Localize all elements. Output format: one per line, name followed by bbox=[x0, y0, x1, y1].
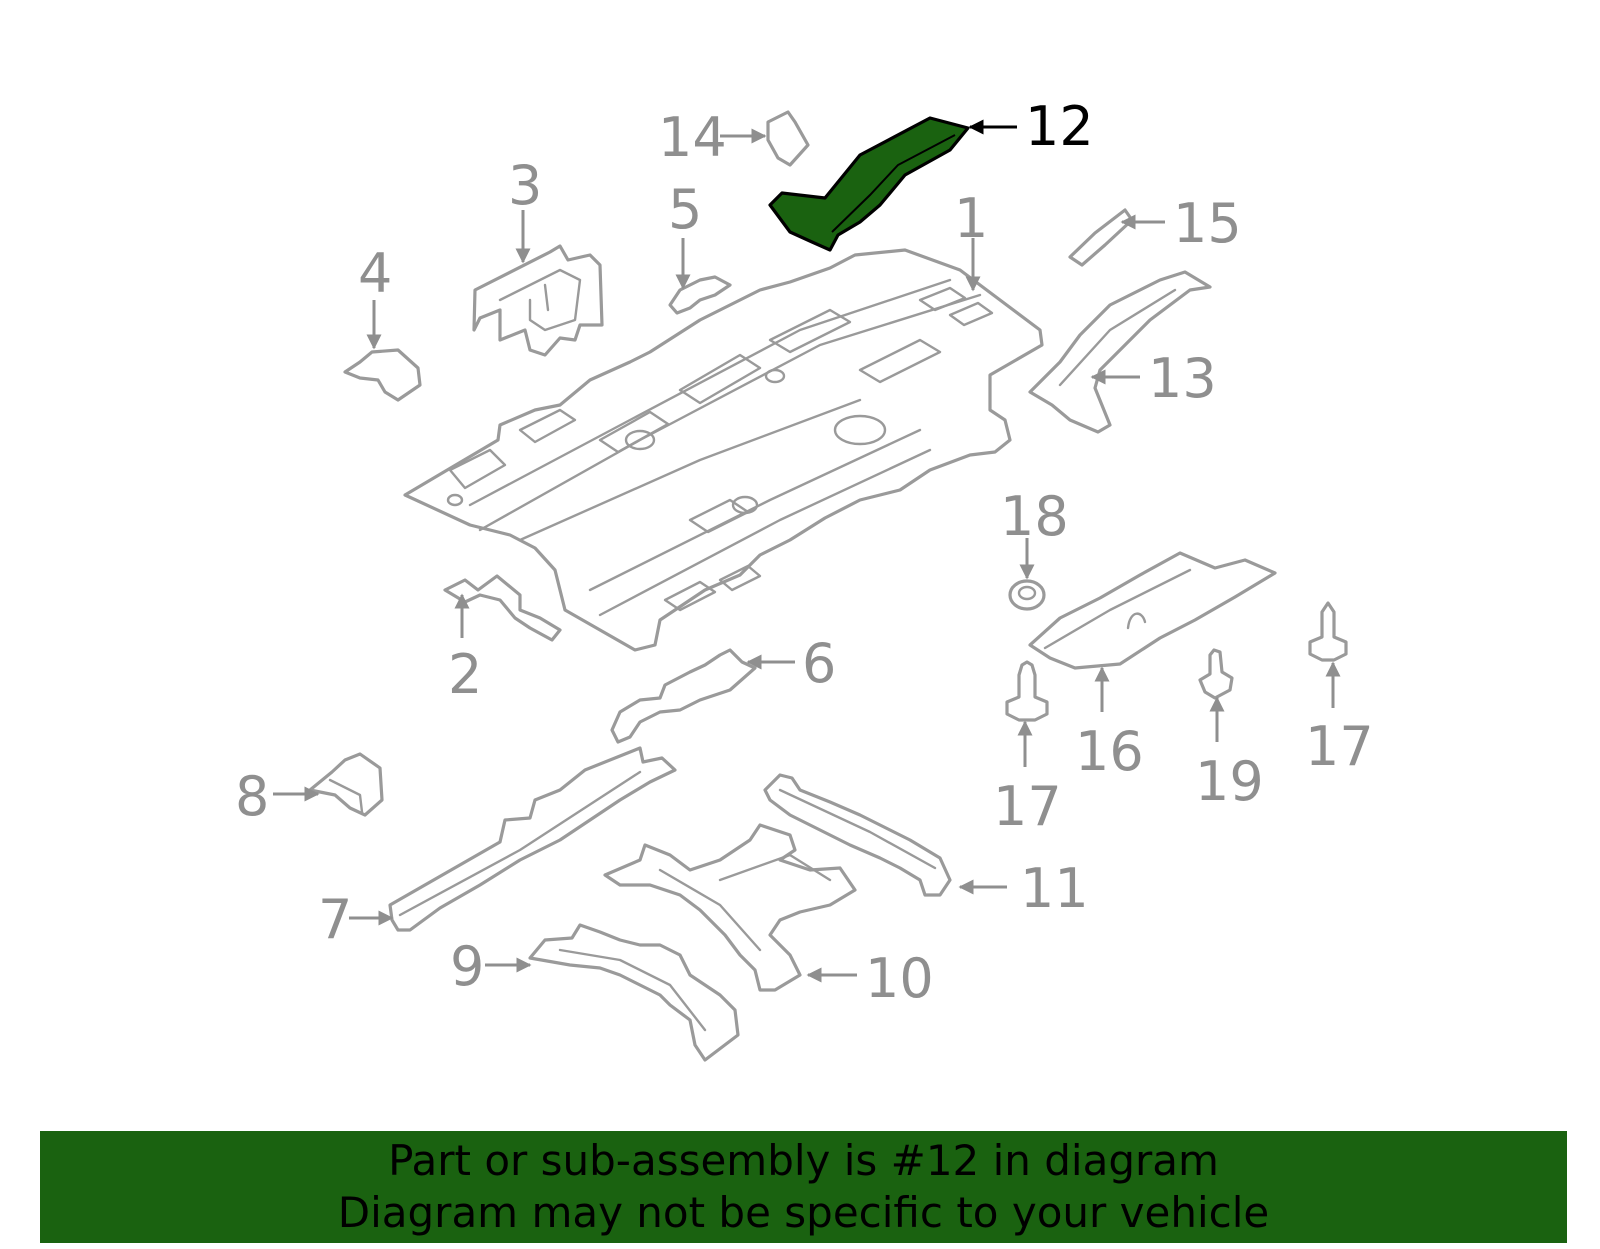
bolt-part-19 bbox=[1198, 648, 1234, 700]
callout-16: 16 bbox=[1075, 720, 1144, 783]
callout-17-left: 17 bbox=[993, 775, 1062, 838]
callout-5: 5 bbox=[668, 178, 702, 241]
nut-part-18 bbox=[1008, 579, 1046, 611]
callout-14: 14 bbox=[658, 106, 727, 169]
crossmember-part-10 bbox=[603, 823, 857, 992]
bracket-part-3 bbox=[472, 244, 604, 357]
callout-labels: 1 2 3 4 5 6 7 8 9 10 11 12 13 14 15 16 1… bbox=[235, 95, 1374, 1010]
leader-arrows bbox=[273, 119, 1341, 983]
bolt-part-17-left bbox=[1005, 660, 1049, 722]
reinforcement-part-6 bbox=[610, 648, 757, 744]
rail-part-11 bbox=[763, 773, 952, 897]
banner-line-1: Part or sub-assembly is #12 in diagram bbox=[388, 1136, 1219, 1185]
callout-11: 11 bbox=[1020, 857, 1089, 920]
bracket-part-5 bbox=[668, 275, 732, 315]
info-banner: Part or sub-assembly is #12 in diagram D… bbox=[40, 1131, 1567, 1243]
support-part-12-highlighted bbox=[768, 116, 970, 252]
callout-1: 1 bbox=[954, 187, 988, 250]
callout-7: 7 bbox=[318, 888, 352, 951]
callout-18: 18 bbox=[1000, 485, 1069, 548]
callout-2: 2 bbox=[448, 643, 482, 706]
callout-8: 8 bbox=[235, 765, 269, 828]
panel-part-16 bbox=[1028, 551, 1277, 670]
callout-17-right: 17 bbox=[1305, 715, 1374, 778]
floor-pan-part-1 bbox=[403, 248, 1044, 652]
sill-part-7 bbox=[388, 746, 677, 932]
bolt-part-17-right bbox=[1308, 601, 1348, 662]
callout-9: 9 bbox=[450, 935, 484, 998]
callout-3: 3 bbox=[508, 154, 542, 217]
banner-line-2: Diagram may not be specific to your vehi… bbox=[337, 1188, 1270, 1237]
callout-10: 10 bbox=[865, 947, 934, 1010]
callout-15: 15 bbox=[1173, 192, 1242, 255]
callout-13: 13 bbox=[1148, 347, 1217, 410]
crossmember-part-9 bbox=[528, 923, 740, 1062]
bracket-part-14 bbox=[766, 110, 810, 167]
callout-4: 4 bbox=[358, 242, 392, 305]
bracket-part-2 bbox=[443, 574, 562, 642]
bracket-part-4 bbox=[343, 348, 422, 402]
callout-12: 12 bbox=[1025, 95, 1094, 158]
strip-part-15 bbox=[1068, 208, 1134, 267]
callout-6: 6 bbox=[802, 632, 836, 695]
callout-19: 19 bbox=[1195, 750, 1264, 813]
rail-part-13 bbox=[1028, 270, 1212, 434]
bracket-part-8 bbox=[308, 752, 384, 817]
